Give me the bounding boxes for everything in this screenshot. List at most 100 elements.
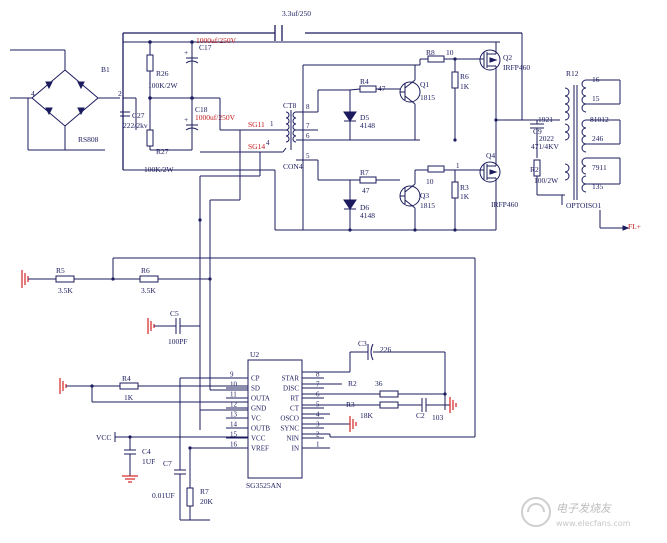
q2-value: IRFP460 — [503, 63, 530, 72]
r3a-value: 1K — [460, 192, 470, 201]
watermark-url: www.elecfans.com — [556, 519, 631, 528]
u2-part: SG3525AN — [246, 481, 282, 490]
c18-label: C18 — [195, 105, 208, 114]
r4a-value: 47 — [378, 84, 386, 93]
ct8-transformer: CT8 CON4 8 7 6 5 1 4 SG11 SG14 — [200, 98, 318, 171]
c9-value: 2022 — [539, 134, 554, 143]
c5-label: C5 — [170, 309, 179, 318]
r5-label: R5 — [56, 266, 65, 275]
ic-pin-number: 16 — [230, 441, 238, 449]
r6b-value: 3.5K — [141, 286, 156, 295]
ic-pin-name: VCC — [251, 435, 266, 443]
tap-15: 15 — [592, 94, 600, 103]
tap-81012: 81012 — [590, 115, 609, 124]
r26-value: 100K/2W — [148, 81, 179, 90]
r7b-label: R7 — [200, 487, 209, 496]
q3-value: 1815 — [420, 201, 435, 210]
top-cap-label: 3.3uf/250 — [282, 9, 311, 18]
c9-value2: 471/4KV — [531, 142, 560, 151]
r2-value: 100/2W — [534, 176, 559, 185]
q3-label: Q3 — [420, 191, 429, 200]
u2-label: U2 — [250, 350, 259, 359]
opto-label: OPTOISO1 — [566, 201, 602, 210]
fl-plus-label: FL+ — [628, 222, 641, 231]
r4b-label: R4 — [122, 374, 131, 383]
ic-pin-number: 12 — [230, 401, 238, 409]
tap-7911: 7911 — [592, 163, 607, 172]
c17-value: 1000uf/250V — [196, 36, 237, 45]
lower-gate-drive: R7 47 D6 4148 Q3 1815 10 R3 1K 1 — [260, 140, 496, 232]
r2b-value: 36 — [375, 379, 383, 388]
c7-label: C7 — [163, 459, 172, 468]
d5-label: D5 — [360, 113, 369, 122]
r1921-label: 1921 — [538, 115, 553, 124]
r10-value: 10 — [426, 177, 434, 186]
ic-pin-name: OUTA — [251, 395, 270, 403]
q1-label: Q1 — [420, 80, 429, 89]
ic-pin-number: 14 — [230, 421, 238, 429]
c7-value: 0.01UF — [152, 491, 175, 500]
q2-label: Q2 — [503, 53, 512, 62]
ic-pin-name: IN — [292, 445, 299, 453]
c3-value: 226 — [380, 345, 392, 354]
feedback-divider: R5 3.5K R6 3.5K — [21, 257, 476, 438]
r7-label: R7 — [360, 168, 369, 177]
ic-pin-name: OSCO — [280, 415, 299, 423]
r5-value: 3.5K — [58, 286, 73, 295]
sg14-label: SG14 — [248, 142, 265, 151]
r2-label: R2 — [530, 165, 539, 174]
d6-label: D6 — [360, 203, 369, 212]
r7b-value: 20K — [200, 497, 214, 506]
sg11-label: SG11 — [248, 120, 265, 129]
r3a-label: R3 — [460, 183, 469, 192]
r27-label: R27 — [156, 147, 169, 156]
ic-pin-number: 10 — [230, 381, 238, 389]
svg-text:7: 7 — [306, 122, 310, 130]
ic-pin-number: 8 — [316, 371, 320, 379]
r27-resistor: R27 100K/2W — [144, 129, 175, 174]
ic-pin-name: STAR — [282, 375, 300, 383]
r8-value: 10 — [446, 48, 454, 57]
q4-value: IRFP460 — [491, 200, 518, 209]
r4a-label: R4 — [360, 77, 369, 86]
r3b-label: R3 — [346, 400, 355, 409]
r7-value: 47 — [362, 186, 370, 195]
svg-text:+: + — [184, 48, 188, 57]
ic-pin-name: RT — [290, 395, 299, 403]
r3b-value: 18K — [360, 411, 374, 420]
c5-value: 100PF — [168, 337, 188, 346]
c27-value: 222/2kv — [123, 121, 148, 130]
c18-capacitor: C18 1000uf/250V + — [184, 105, 236, 131]
c7-r7: C7 0.01UF R7 20K — [152, 446, 248, 521]
ic-pin-name: CT — [290, 405, 300, 413]
svg-text:5: 5 — [306, 152, 310, 160]
svg-text:8: 8 — [306, 103, 310, 111]
c27-label: C27 — [132, 111, 145, 120]
c2-value: 103 — [432, 413, 444, 422]
c2-label: C2 — [416, 411, 425, 420]
c4-value: 1UF — [142, 457, 155, 466]
r8-label: R8 — [426, 48, 435, 57]
timing-network: C3 226 R2 36 R3 18K C2 103 — [302, 339, 457, 449]
tap-135: 135 — [592, 182, 604, 191]
c5-capacitor: C5 100PF — [147, 200, 211, 430]
tap-246: 246 — [592, 134, 604, 143]
d5-value: 4148 — [360, 121, 375, 130]
q2-mosfet: Q2 IRFP460 — [479, 42, 530, 122]
q4-label: Q4 — [486, 151, 495, 160]
ic-pin-name: VC — [251, 415, 261, 423]
c18-value: 1000uf/250V — [195, 113, 236, 122]
ic-pin-name: SYNC — [280, 425, 299, 433]
r26-resistor: R26 100K/2W — [146, 54, 179, 90]
bridge-pin2-label: 2 — [118, 89, 122, 98]
b1-label: B1 — [101, 65, 110, 74]
svg-text:6: 6 — [306, 132, 310, 140]
dc-bus: 3.3uf/250 — [122, 9, 522, 171]
ic-pin-name: OUTB — [251, 425, 270, 433]
q1-value: 1815 — [420, 93, 435, 102]
ic-pin-number: 15 — [230, 431, 238, 439]
r6b-label: R6 — [141, 266, 150, 275]
